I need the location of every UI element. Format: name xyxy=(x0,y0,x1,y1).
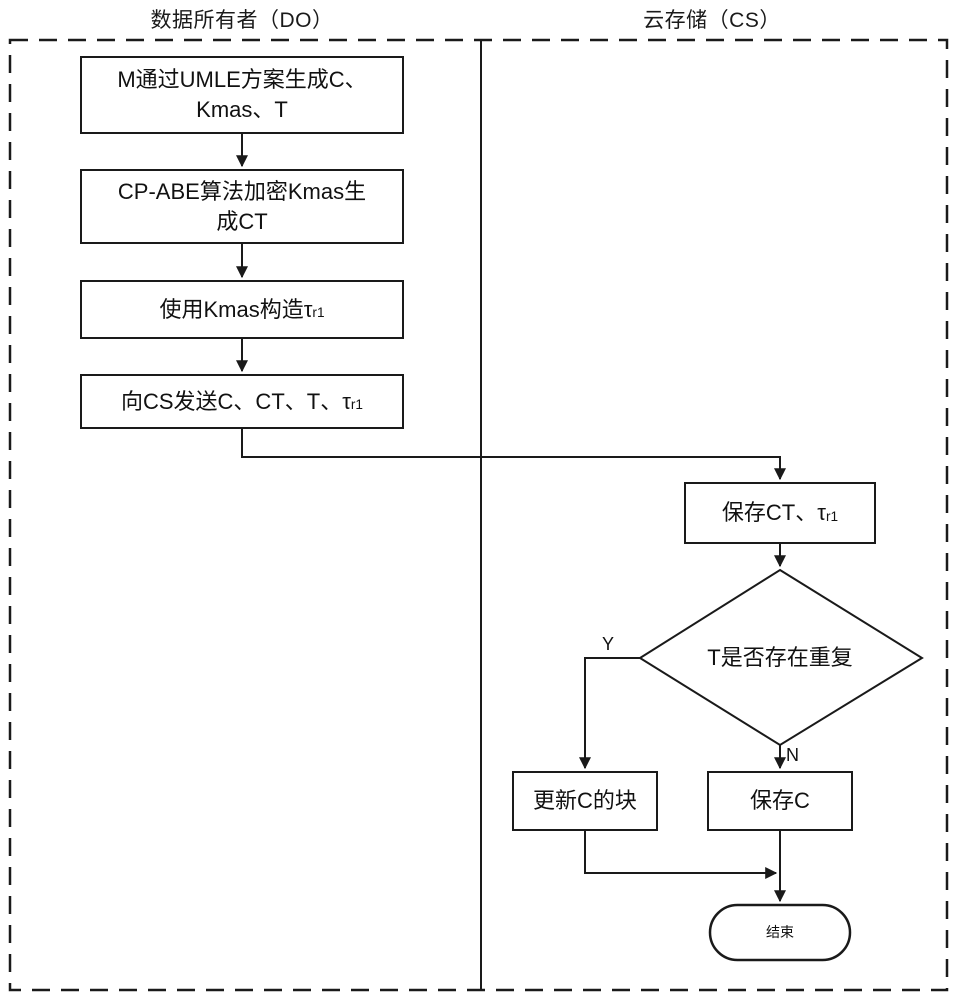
node-label-5-sub: r1 xyxy=(825,508,839,524)
node-box-8 xyxy=(707,771,853,831)
lane-title-data-owner: 数据所有者（DO） xyxy=(150,9,334,32)
connector-decision-yes xyxy=(579,657,640,770)
node-box-1 xyxy=(80,56,404,134)
node-label-3-sub: r1 xyxy=(312,305,325,321)
node-label-3-main: 使用Kmas构造τ xyxy=(159,296,313,322)
connector-n7-merge xyxy=(584,830,778,879)
node-label-8: 保存C xyxy=(750,788,810,814)
node-label-6: T是否存在重复 xyxy=(707,645,853,671)
lane-title-cloud-storage: 云存储（CS） xyxy=(643,9,781,32)
node-terminator-9 xyxy=(708,903,852,962)
branch-label-yes: Y xyxy=(602,634,615,654)
node-label-5-main: 保存CT、τ xyxy=(721,500,826,526)
branch-label-no: N xyxy=(786,745,799,765)
node-label-1: M通过UMLE方案生成C、 Kmas、T xyxy=(117,67,367,122)
node-box-3 xyxy=(80,280,404,339)
node-label-4-sub: r1 xyxy=(350,397,364,413)
swimlane-dashed-border xyxy=(8,38,949,992)
node-box-7 xyxy=(512,771,658,831)
node-label-9: 结束 xyxy=(766,924,794,941)
node-label-2: CP-ABE算法加密Kmas生 成CT xyxy=(117,178,367,234)
connector-n4-to-n5 xyxy=(241,428,786,481)
node-label-7: 更新C的块 xyxy=(533,788,637,814)
node-box-4 xyxy=(80,374,404,429)
node-label-4-main: 向CS发送C、CT、T、τ xyxy=(120,388,351,414)
